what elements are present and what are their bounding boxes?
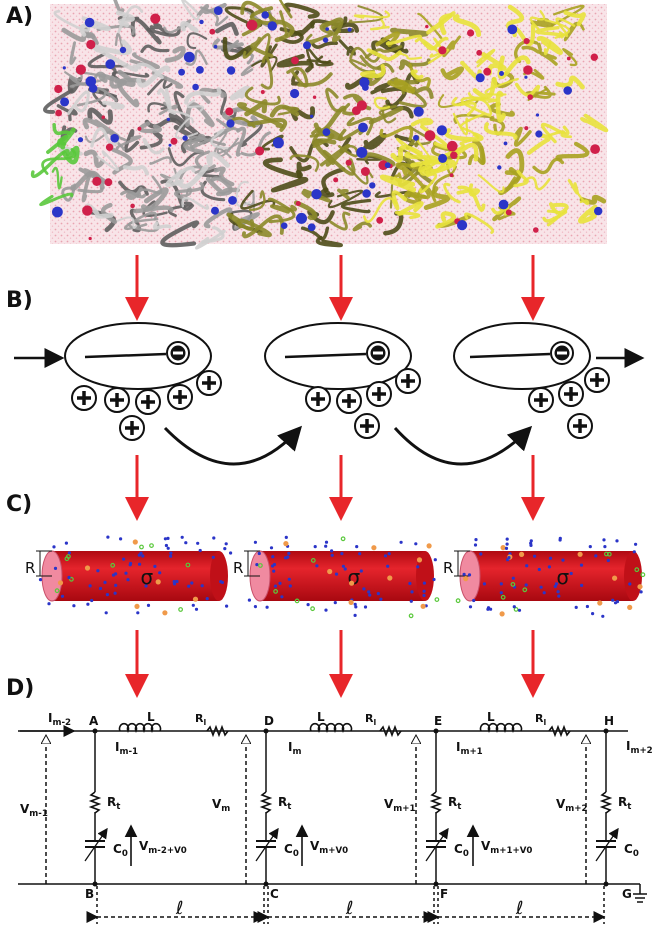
panel-label-c: C) [6, 492, 33, 517]
circuit-labels: A D E H B C F G Im-2Im-1 Im Im+1 Im+2Vm-1 Vm Vm+1 Vm+2… [20, 710, 653, 919]
protein-image [30, 0, 609, 250]
inductor-label: L [317, 710, 325, 724]
radius-label: R [25, 559, 35, 577]
inductor-label: L [147, 710, 155, 724]
resistor-icon [599, 791, 613, 814]
circuit-label: Vm [212, 797, 230, 814]
circuit-node [433, 881, 439, 887]
conductivity-label: σ [348, 565, 361, 589]
circuit-label: Vm+V0 [310, 839, 348, 856]
label: C [270, 887, 279, 901]
ion-flow-diagram [14, 322, 645, 466]
circuit-label: Im+1 [456, 740, 483, 757]
radius-label: R [233, 559, 243, 577]
resistor-icon [429, 791, 443, 814]
circuit-label: Rt [448, 795, 461, 812]
radius-label: R [443, 559, 453, 577]
circuit-label: Rt [618, 795, 631, 812]
circuit-node [603, 728, 609, 734]
circuit-label: Rl [195, 712, 206, 727]
transmission-line-circuit [18, 722, 647, 924]
circuit-node [92, 728, 98, 734]
circuit-label: C0 [284, 842, 299, 859]
arrows-b-to-c [125, 455, 545, 521]
label: B [85, 887, 94, 901]
inductor-label: L [487, 710, 495, 724]
circuit-node [263, 728, 269, 734]
arrows-c-to-d [125, 630, 545, 698]
length-label: ℓ [345, 898, 353, 919]
length-label: ℓ [515, 898, 523, 919]
ion-cloud-2 [264, 322, 412, 390]
label: H [604, 714, 614, 728]
panel-label-a: A) [6, 4, 34, 29]
inductor-icon [479, 722, 523, 733]
resistor-icon [206, 724, 229, 738]
circuit-label: Rt [107, 795, 120, 812]
circuit-label: Vm-2+V0 [139, 839, 187, 856]
label: F [440, 887, 448, 901]
circuit-label: Im [288, 740, 301, 757]
circuit-label: Vm-1 [20, 802, 48, 819]
circuit-label: Rl [365, 712, 376, 727]
circuit-label: Im-1 [115, 740, 138, 757]
circuit-label: Im+2 [626, 739, 653, 756]
circuit-label: C0 [454, 842, 469, 859]
label: D [264, 714, 274, 728]
circuit-label: Rl [535, 712, 546, 727]
label: G [622, 887, 632, 901]
resistor-icon [379, 724, 402, 738]
circuit-label: Rt [278, 795, 291, 812]
circuit-node [263, 881, 269, 887]
circuit-label: Vm+1+V0 [481, 839, 532, 856]
resistor-icon [88, 791, 102, 814]
label: E [434, 714, 442, 728]
circuit-label: C0 [113, 842, 128, 859]
inductor-icon [118, 722, 162, 733]
conductivity-label: σ [141, 565, 154, 589]
hop-arrow [163, 425, 303, 466]
circuit-node [603, 881, 609, 887]
ion-cloud-1 [64, 322, 212, 390]
label: A [89, 714, 99, 728]
inductor-icon [309, 722, 353, 733]
panel-label-d: D) [6, 676, 35, 701]
ion-cloud-3 [453, 322, 591, 390]
circuit-label: C0 [624, 842, 639, 859]
circuit-label: Vm+1 [384, 797, 416, 814]
hop-arrow [393, 425, 533, 466]
protein-ions [52, 6, 603, 241]
circuit-node [92, 881, 98, 887]
circuit-label: Im-2 [48, 711, 71, 728]
resistor-icon [548, 724, 571, 738]
panel-label-b: B) [6, 288, 33, 313]
circuit-node [433, 728, 439, 734]
circuit-label: Vm+2 [556, 797, 588, 814]
length-label: ℓ [175, 898, 183, 919]
resistor-icon [259, 791, 273, 814]
arrows-a-to-b [125, 255, 545, 321]
conductivity-label: σ [557, 565, 570, 589]
